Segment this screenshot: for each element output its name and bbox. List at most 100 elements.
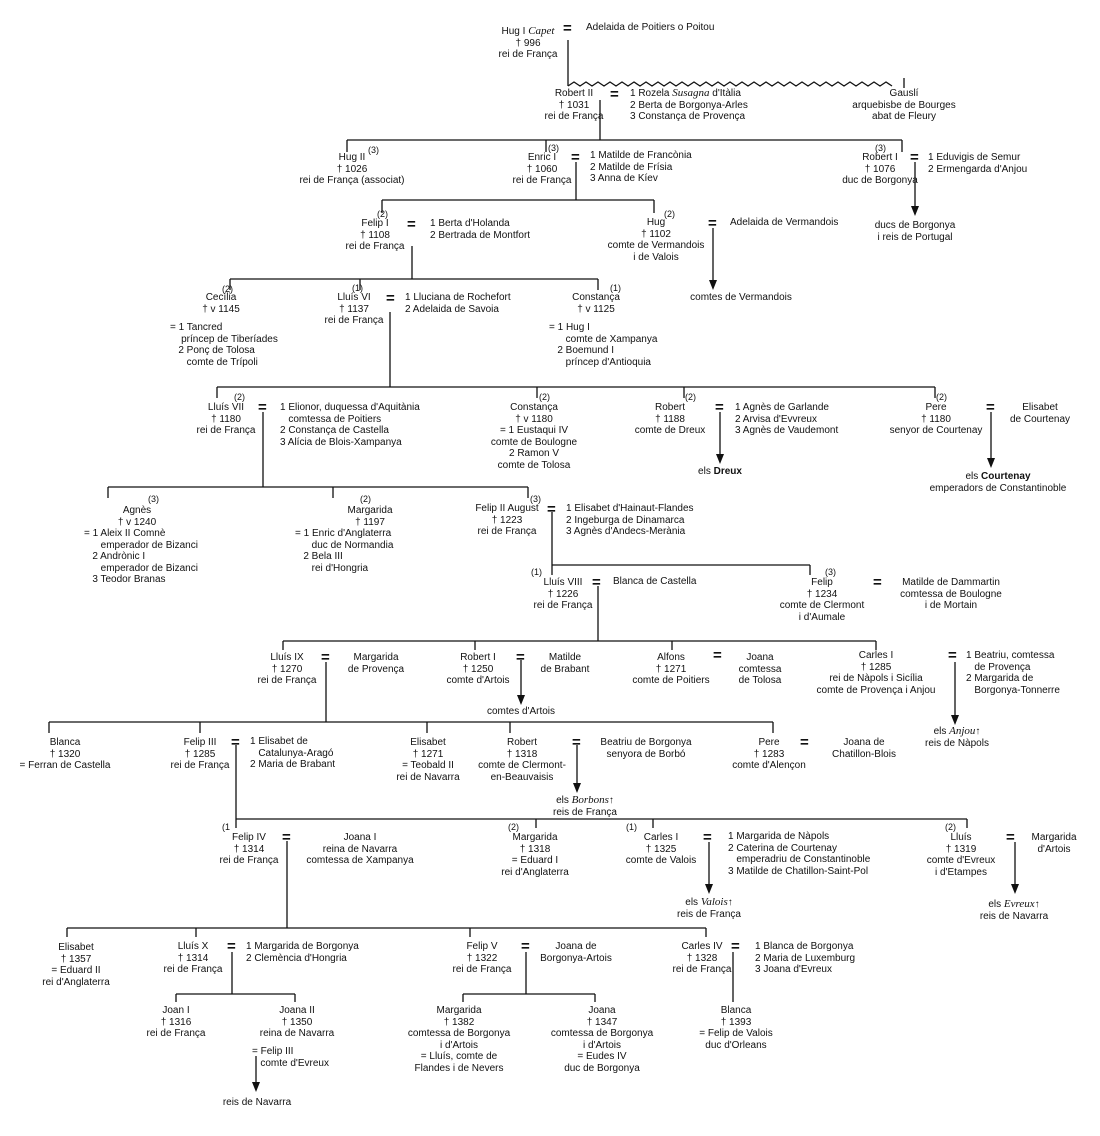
entry-line: Margarida xyxy=(436,1005,482,1016)
entry-line: emperadriu de Constantinoble xyxy=(728,854,871,865)
entry-line: † 1102 xyxy=(641,228,671,240)
marriage-sign: = xyxy=(227,938,236,955)
entry-line: reis de Navarra xyxy=(979,910,1049,922)
entry-line: 1 Rozela Susagna d'Itàlia xyxy=(630,87,741,99)
entry-line: comte de Trípoli xyxy=(170,356,258,368)
spouses-agnes: = 1 Aleix II Comnè emperador de Bizanci … xyxy=(84,528,198,586)
entry-line: Enric I xyxy=(527,152,557,163)
marriage-sign: = xyxy=(521,938,530,955)
entry-line: † 1197 xyxy=(355,516,385,528)
entry-line: = Felip de Valois xyxy=(699,1028,773,1039)
entry-line: Felip I xyxy=(361,218,389,229)
entry-line: reis de França xyxy=(677,908,741,920)
entry-line: comte de Vermandois xyxy=(607,240,705,251)
order-mark: (3) xyxy=(530,494,541,504)
entry-line: comtessa de Borgonya xyxy=(407,1028,511,1039)
entry-line: 2 Ermengarda d'Anjou xyxy=(928,163,1028,175)
entry-line: príncep d'Antioquia xyxy=(549,356,651,368)
entry-line: rei de França xyxy=(146,1028,206,1039)
entry-line: 2 Ramon V xyxy=(508,448,560,459)
entry-line: rei de França xyxy=(498,49,558,60)
entry-line: de Provença xyxy=(347,663,405,675)
entry-line: Felip V xyxy=(466,941,498,952)
entry-line: reina de Navarra xyxy=(259,1028,335,1039)
entry-line: de Courtenay xyxy=(1009,413,1071,425)
entry-line: = Eduard I xyxy=(511,855,559,866)
entry-line: † 996 xyxy=(515,37,541,49)
entry-line: emperador de Bizanci xyxy=(84,539,198,551)
person-agnes: Agnès† v 1240 xyxy=(102,505,172,528)
entry-line: comte de Dreux xyxy=(634,425,706,436)
entry-line: reis de Navarra xyxy=(222,1097,292,1108)
entry-line: comtes de Vermandois xyxy=(690,292,792,303)
entry-line: Constança xyxy=(572,292,620,303)
entry-line: Felip II August xyxy=(475,503,539,514)
marriage-sign: = xyxy=(563,20,572,37)
entry-line: comte d'Artois xyxy=(446,675,510,686)
entry-line: 1 Margarida de Nàpols xyxy=(728,831,830,842)
entry-line: 2 Ponç de Tolosa xyxy=(170,345,255,356)
entry-line: Joana II xyxy=(279,1005,315,1016)
spouses-constanca-1125: = 1 Hug I comte de Xampanya 2 Boemund I … xyxy=(549,322,657,368)
entry-line: els Courtenay xyxy=(965,471,1031,482)
entry-line: 2 Adelaida de Savoia xyxy=(405,303,499,315)
entry-line: 1 Lluciana de Rochefort xyxy=(405,292,511,303)
order-mark: (1) xyxy=(610,283,621,293)
marriage-sign: = xyxy=(516,649,525,666)
entry-line: i d'Etampes xyxy=(935,866,987,878)
entry-line: † 1234 xyxy=(806,588,838,600)
entry-line: Elisabet xyxy=(1022,402,1058,413)
entry-line: † 1318 xyxy=(519,843,551,855)
entry-line: Carles IV xyxy=(681,941,723,952)
entry-line: Margarida xyxy=(347,505,393,516)
entry-line: Joana xyxy=(746,652,774,663)
entry-line: † 1285 xyxy=(860,661,892,673)
entry-line: Carles I xyxy=(858,650,894,661)
entry-line: † 1382 xyxy=(443,1016,475,1028)
order-mark: (3) xyxy=(548,143,559,153)
entry-line: comtessa de Xampanya xyxy=(306,855,414,866)
entry-line: 2 Margarida de xyxy=(966,673,1034,684)
entry-line: 1 Elionor, duquessa d'Aquitània xyxy=(280,402,420,413)
entry-line: Hug II xyxy=(338,152,366,163)
entry-line: 2 Arvisa d'Evvreux xyxy=(735,413,817,425)
entry-line: Robert xyxy=(654,402,685,413)
entry-line: i de Mortain xyxy=(924,600,978,611)
entry-line: i d'Artois xyxy=(582,1039,622,1051)
order-mark: (2) xyxy=(234,392,245,402)
entry-line: comtessa de Borgonya xyxy=(550,1028,654,1039)
entry-line: Beatriu de Borgonya xyxy=(600,737,692,748)
entry-line: Elisabet xyxy=(58,942,94,953)
entry-line: Adelaida de Poitiers o Poitou xyxy=(586,22,715,33)
entry-line: 3 Agnès de Vaudemont xyxy=(735,425,839,436)
entry-line: Blanca de Castella xyxy=(613,576,697,587)
order-mark: (2) xyxy=(222,284,233,294)
entry-line: Gauslí xyxy=(889,88,919,99)
entry-line: † 1320 xyxy=(49,748,81,760)
entry-line: 2 Caterina de Courtenay xyxy=(728,842,837,854)
entry-line: Agnès xyxy=(122,505,152,516)
entry-line: = Lluís, comte de xyxy=(420,1051,498,1062)
entry-line: Borgonya-Tonnerre xyxy=(966,684,1060,696)
entry-line: † 1188 xyxy=(655,413,685,425)
entry-line: rei de França (associat) xyxy=(299,175,405,186)
entry-line: Blanca xyxy=(49,737,81,748)
entry-line: Hug I Capet xyxy=(501,25,555,37)
entry-line: Joana xyxy=(588,1005,616,1016)
spouse-adelaida-vermandois: Adelaida de Vermandois xyxy=(730,217,838,229)
entry-line: comte de Provença i Anjou xyxy=(816,684,936,696)
entry-line: Blanca xyxy=(720,1005,752,1016)
